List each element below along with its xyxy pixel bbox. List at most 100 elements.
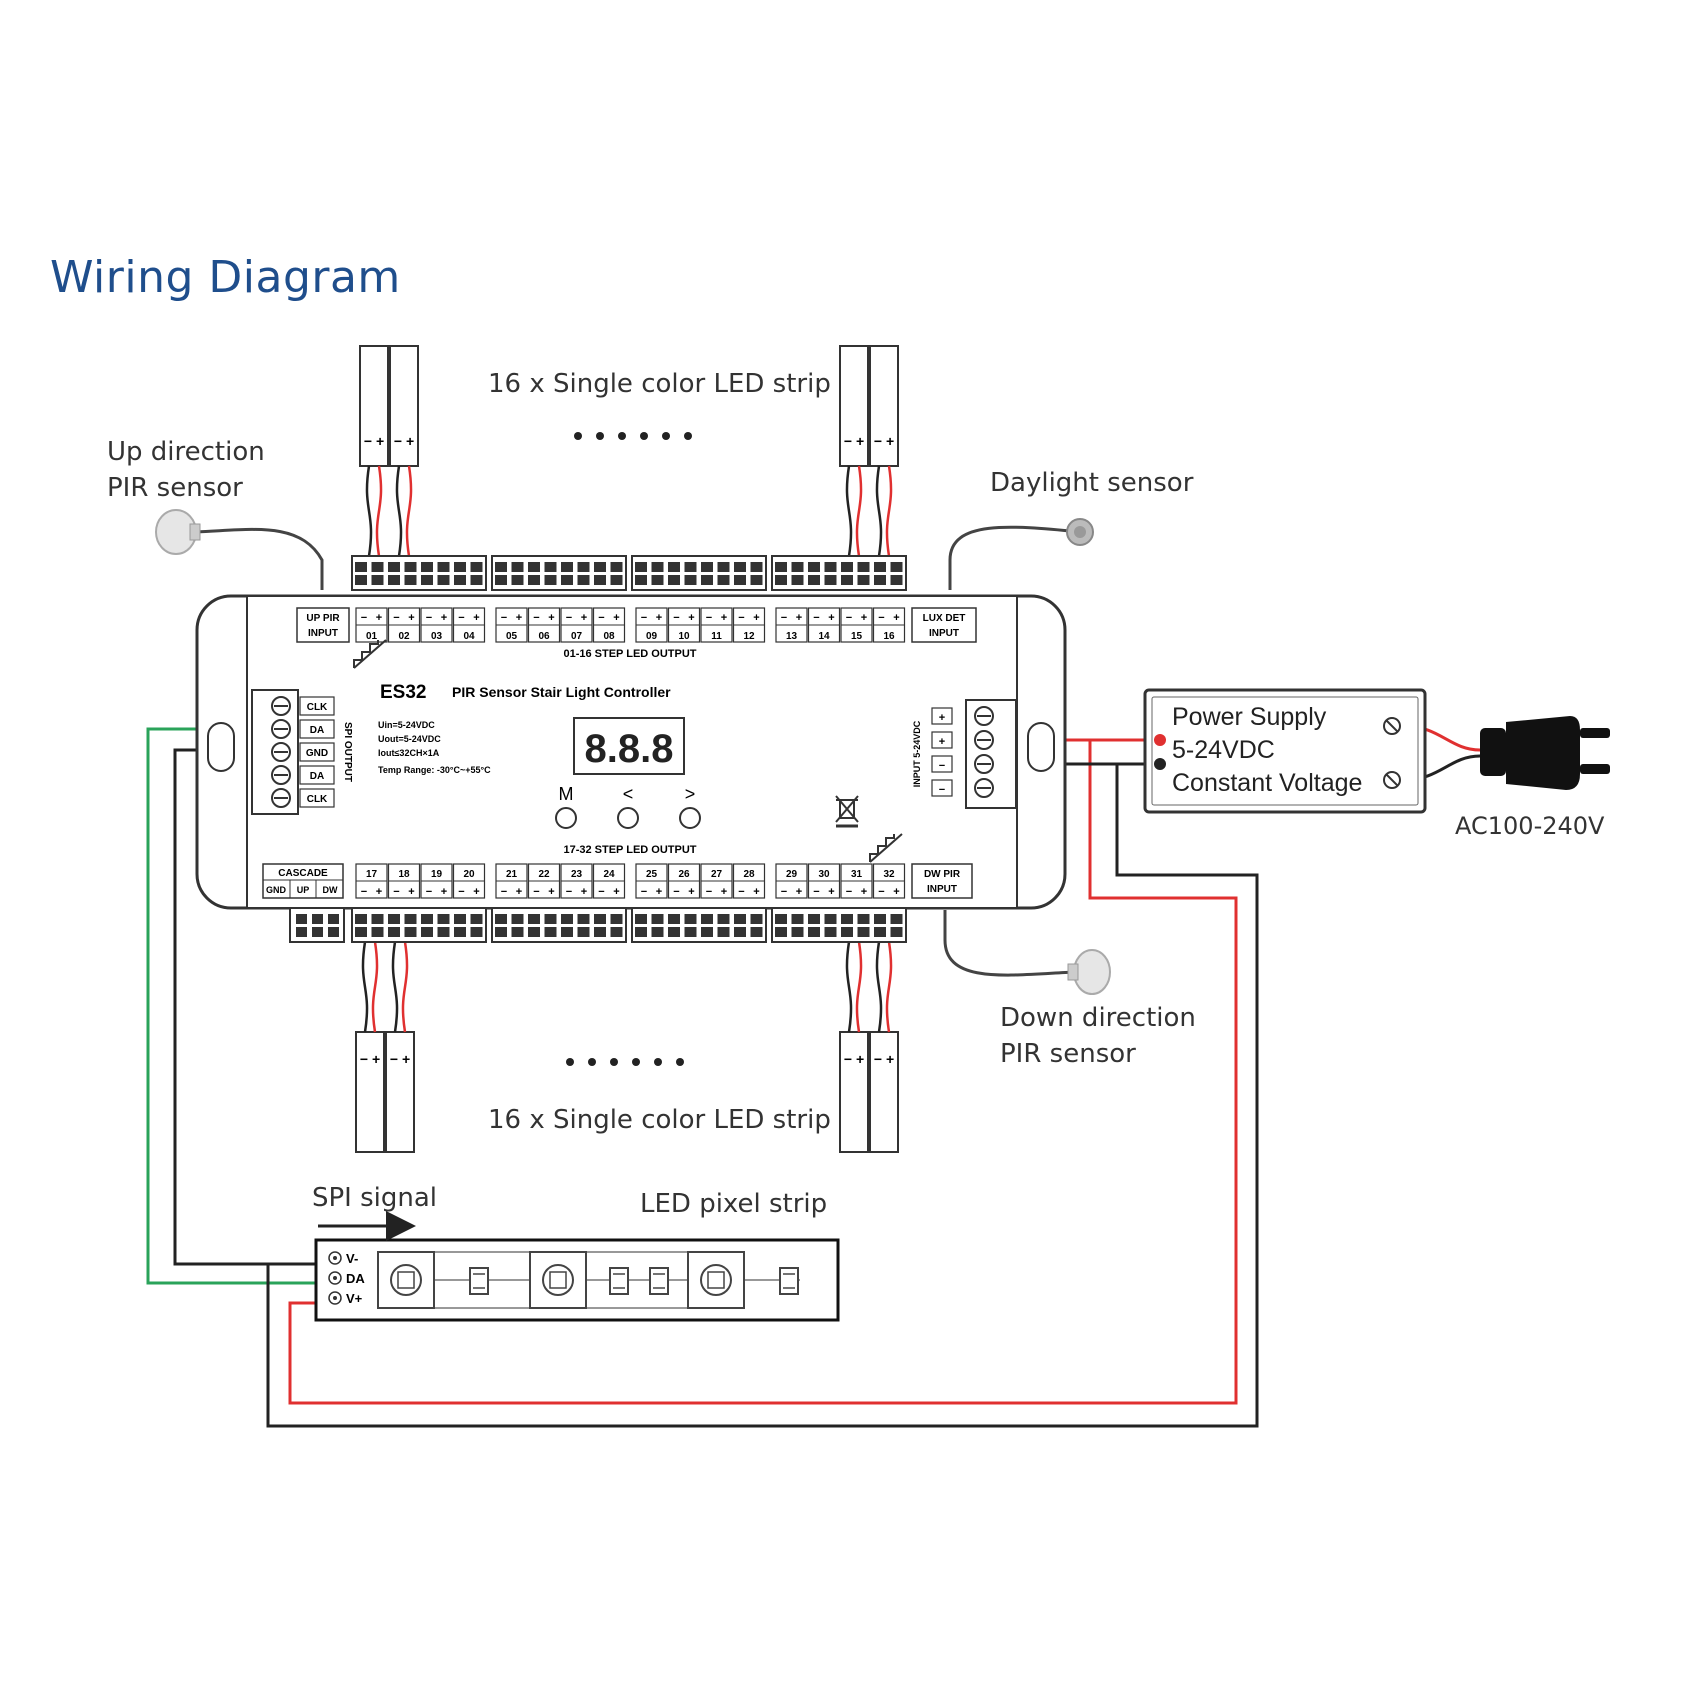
channel-labels-bottom: −+17−+18−+19−+20−+21−+22−+23−+24−+25−+26… — [355, 863, 906, 899]
top-terminal-slot — [808, 575, 820, 585]
bottom-channel-plus: + — [441, 886, 447, 898]
bottom-terminal-slot — [561, 914, 573, 924]
top-channel-plus: + — [548, 612, 554, 624]
bottom-channel-minus: − — [846, 886, 852, 898]
led-strip-pair-bottom-right-strip-1 — [839, 1031, 869, 1153]
top-channel-minus: − — [458, 612, 464, 624]
bottom-terminal-slot — [421, 927, 433, 937]
bottom-terminal-slot — [388, 914, 400, 924]
top-terminal-slot — [857, 562, 870, 572]
top-channel-plus: + — [828, 612, 834, 624]
top-terminal-slot — [577, 562, 590, 572]
top-terminal-slot — [404, 562, 417, 572]
top-channel-plus: + — [581, 612, 587, 624]
bottom-terminal-slot — [470, 914, 483, 924]
pixel-strip-pins: V- DA V+ — [328, 1251, 365, 1306]
button-right[interactable] — [679, 807, 701, 829]
spi-signal-label: SPI signal — [312, 1183, 438, 1213]
bottom-terminal-slot — [355, 927, 367, 937]
bottom-terminal-slot — [750, 914, 763, 924]
pixel-led-die — [707, 1271, 725, 1289]
top-terminal-slot — [355, 562, 367, 572]
top-channel-plus: + — [473, 612, 479, 624]
bottom-terminal-slot — [577, 927, 590, 937]
top-channel-plus: + — [796, 612, 802, 624]
dot-bottom — [632, 1058, 640, 1066]
terminal-block-top — [351, 555, 907, 591]
bottom-channel-26: 26 — [678, 869, 690, 880]
bottom-terminal-slot — [635, 927, 647, 937]
wire-red-vplus — [288, 738, 1238, 1405]
channel-labels-top: −+01−+02−+03−+04−+05−+06−+07−+08−+09−+10… — [355, 607, 906, 643]
bottom-channel-plus: + — [753, 886, 759, 898]
bottom-terminal-slot — [594, 927, 606, 937]
bottom-channel-minus: − — [706, 886, 712, 898]
power-pin-sign: + — [939, 712, 945, 724]
pixel-pin-V+: V+ — [346, 1291, 363, 1306]
bottom-channel-28: 28 — [743, 869, 755, 880]
bottom-terminal-slot — [577, 914, 590, 924]
top-terminal-slot — [577, 575, 590, 585]
ps-dot-plus — [1154, 734, 1166, 746]
button-left[interactable] — [617, 807, 639, 829]
cable-up-pir — [195, 527, 324, 590]
top-terminal-slot — [684, 562, 697, 572]
top-terminal-slot — [701, 575, 713, 585]
led-strip-pair-top-left-wire-neg — [365, 465, 373, 557]
top-terminal-slot — [635, 562, 647, 572]
cascade-slot — [328, 914, 339, 924]
lux-det-input-box — [911, 607, 977, 643]
page-title: Wiring Diagram — [50, 252, 401, 303]
bottom-channel-minus: − — [393, 886, 399, 898]
bottom-channel-32: 32 — [883, 869, 895, 880]
top-channel-minus: − — [738, 612, 744, 624]
pixel-resistor — [779, 1267, 799, 1295]
bottom-channel-30: 30 — [818, 869, 830, 880]
segment-display — [573, 717, 685, 775]
cascade-slot — [312, 914, 323, 924]
pixel-pin-V-: V- — [346, 1251, 358, 1266]
pixel-pin-center — [333, 1296, 337, 1300]
up-pir-label-line2: PIR sensor — [107, 473, 243, 503]
spec-iout: Iout≤32CH×1A — [378, 748, 440, 758]
led-strip-pair-top-left-wire-neg — [395, 465, 403, 557]
pixel-pin-DA: DA — [346, 1271, 365, 1286]
dot-top — [684, 432, 692, 440]
top-terminal-slot — [717, 562, 730, 572]
bottom-terminal-slot — [701, 927, 713, 937]
bottom-terminal-slot — [890, 927, 903, 937]
daylight-sensor — [1066, 518, 1094, 546]
power-pin-box — [931, 731, 953, 749]
lux-det-input-text-2: INPUT — [929, 628, 959, 639]
bottom-terminal-slot — [775, 914, 787, 924]
top-channel-01: 01 — [366, 631, 378, 642]
lux-det-input-text-1: LUX DET — [923, 613, 966, 624]
top-channel-minus: − — [533, 612, 539, 624]
dot-top — [640, 432, 648, 440]
top-terminal-slot — [561, 562, 573, 572]
bottom-terminal-slot — [470, 927, 483, 937]
cascade-slot — [312, 927, 323, 937]
button-m[interactable] — [555, 807, 577, 829]
bottom-terminal-slot — [717, 927, 730, 937]
bottom-terminal-slot — [355, 914, 367, 924]
top-terminal-slot — [544, 575, 557, 585]
top-channel-minus: − — [641, 612, 647, 624]
spec-uout: Uout=5-24VDC — [378, 734, 441, 744]
stair-icon-bottom — [869, 833, 903, 863]
power-supply: Power Supply 5-24VDC Constant Voltage — [1143, 688, 1427, 814]
pixel-strip-chips — [377, 1251, 800, 1309]
bottom-channel-minus: − — [641, 886, 647, 898]
bottom-channel-20: 20 — [463, 869, 475, 880]
led-strip-pair-top-left-strip-2 — [389, 345, 419, 467]
top-terminal-slot — [594, 575, 606, 585]
bottom-terminal-slot — [404, 914, 417, 924]
up-pir-input-text-1: UP PIR — [306, 613, 340, 624]
top-terminal-slot — [371, 562, 384, 572]
top-terminal-slot — [404, 575, 417, 585]
bottom-terminal-slot — [528, 927, 540, 937]
bottom-terminal-slot — [717, 914, 730, 924]
led-strip-pair-top-right-wire-neg — [845, 465, 853, 557]
dot-bottom — [676, 1058, 684, 1066]
